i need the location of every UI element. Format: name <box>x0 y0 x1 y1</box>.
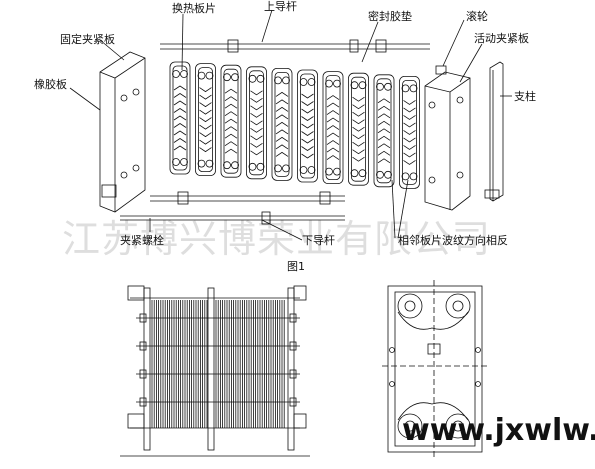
label-clamping-bolt: 夹紧螺栓 <box>120 233 164 247</box>
label-rubber-plate: 橡胶板 <box>34 77 67 91</box>
label-lower-guide-bar: 下导杆 <box>302 233 335 247</box>
roller <box>435 65 447 75</box>
figure-caption: 图1 <box>287 260 305 273</box>
bolt-nut <box>139 397 147 407</box>
label-roller: 滚轮 <box>466 9 488 23</box>
label-movable-clamp-plate: 活动夹紧板 <box>474 31 529 45</box>
movable-clamp-plate <box>424 65 471 211</box>
label-heat-exchange-plates: 换热板片 <box>172 1 216 15</box>
heat-exchange-plate <box>271 68 293 181</box>
heat-exchange-plate <box>220 64 242 178</box>
heat-exchange-plate <box>169 61 191 175</box>
front-view <box>382 280 488 460</box>
bolt-nut <box>289 341 297 351</box>
heat-exchange-plate <box>373 74 395 188</box>
bolt-nut <box>139 369 147 379</box>
heat-exchange-plate <box>322 71 344 184</box>
heat-exchange-plate <box>246 66 267 180</box>
label-support-column: 支柱 <box>514 89 536 103</box>
bolt-nut <box>289 369 297 379</box>
lower-guide-bar <box>120 191 345 225</box>
label-adjacent-plates-note: 相邻板片波纹方向相反 <box>398 233 508 247</box>
upper-guide-bar <box>160 39 430 53</box>
support-column <box>484 61 504 202</box>
bolt-nut <box>289 313 297 323</box>
heat-exchange-plate <box>195 63 216 176</box>
side-view <box>120 285 310 457</box>
label-sealing-gasket: 密封胶垫 <box>368 9 412 23</box>
fixed-clamp-plate <box>99 51 146 213</box>
exploded-view: 固定夹紧板 换热板片 上导杆 密封胶垫 滚轮 活动夹紧板 橡胶板 支柱 夹紧螺栓… <box>34 0 536 247</box>
heat-exchange-plates <box>169 61 420 189</box>
site-url: www.jxwlw.cn <box>402 413 595 448</box>
label-upper-guide-bar: 上导杆 <box>264 0 297 13</box>
leader-lines <box>69 9 512 241</box>
heat-exchange-plate <box>399 76 420 189</box>
watermark: 江苏博兴博荣业有限公司 <box>62 217 491 261</box>
heat-exchange-plate <box>348 72 369 186</box>
bolt-nut <box>139 341 147 351</box>
bolt-nut <box>139 313 147 323</box>
label-fixed-clamp-plate: 固定夹紧板 <box>60 32 115 46</box>
heat-exchange-plate <box>297 69 318 183</box>
bolt-nut <box>289 397 297 407</box>
